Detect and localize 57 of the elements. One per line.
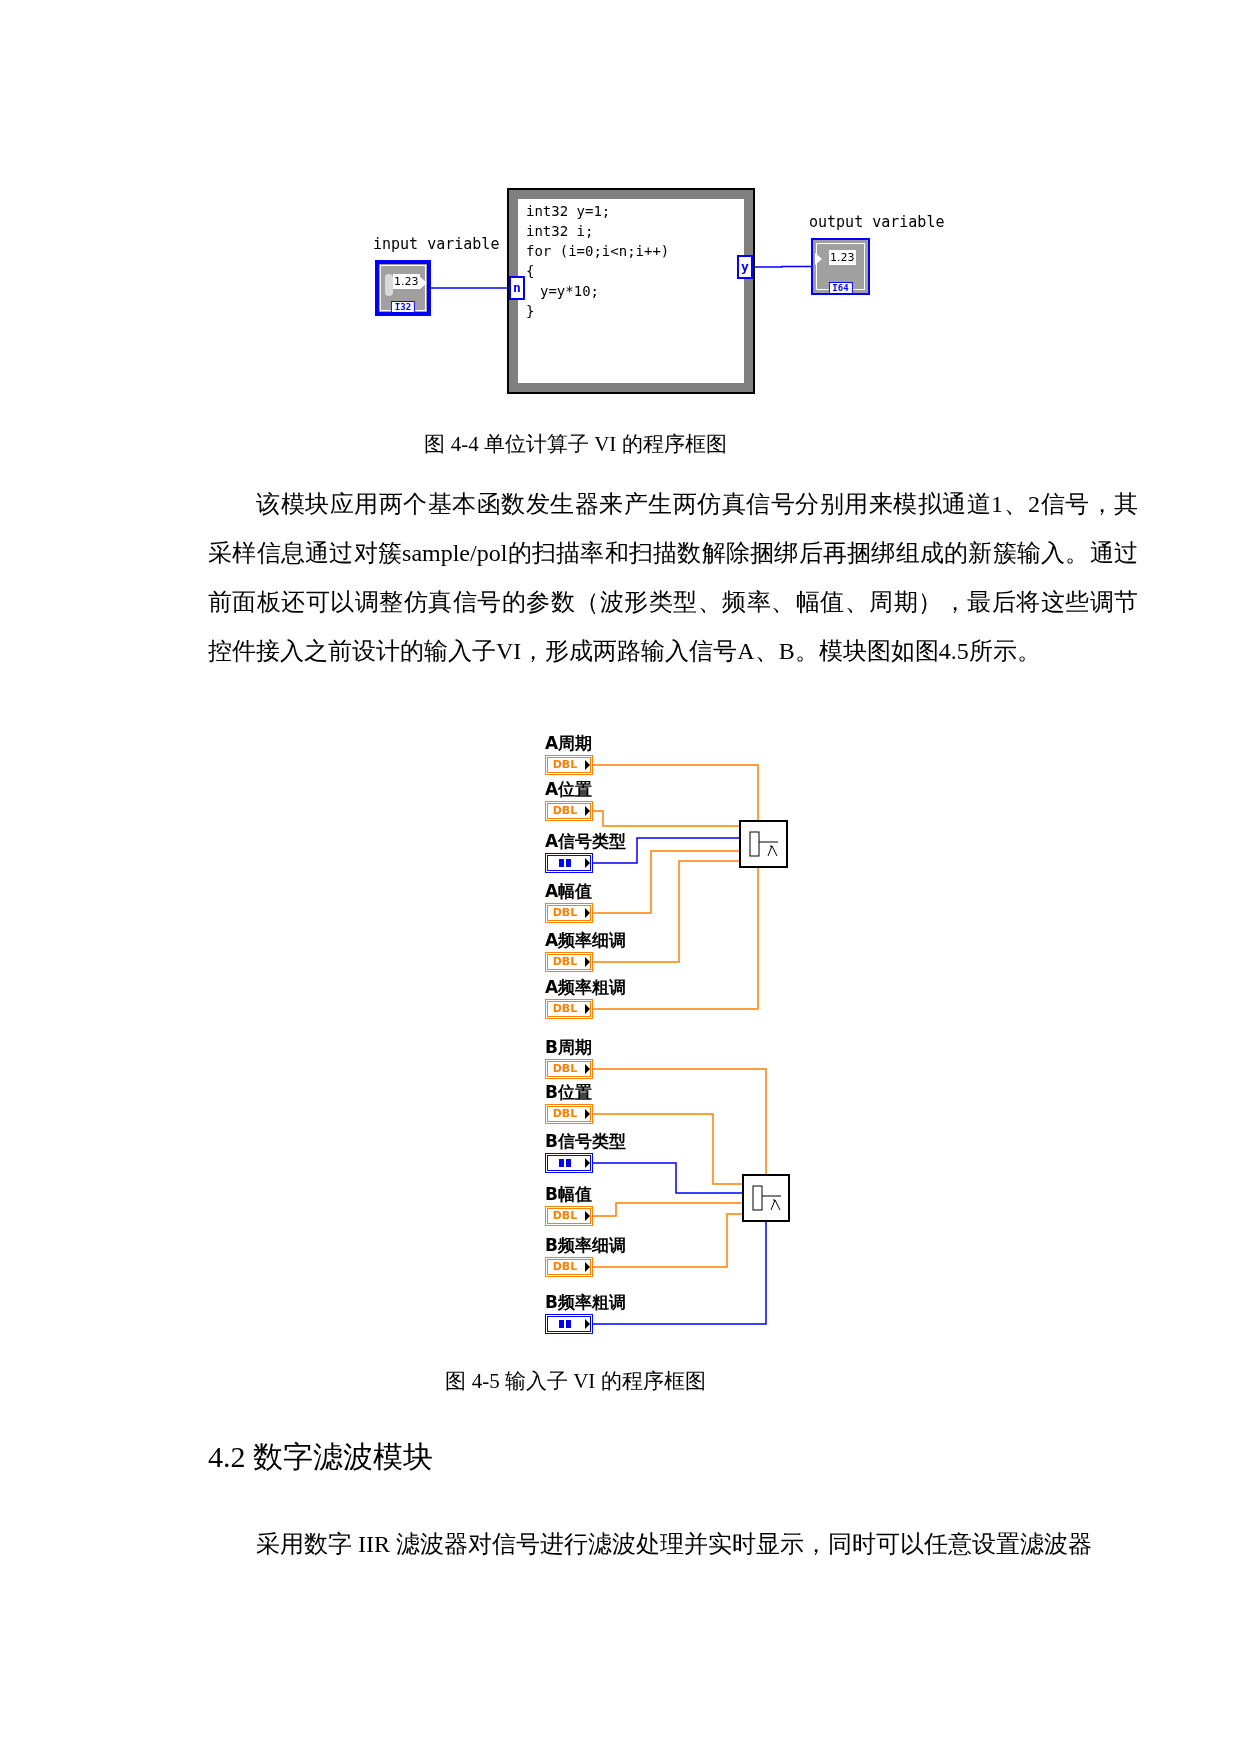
control-label: B频率粗调 — [545, 1291, 626, 1314]
figure-caption: 图 4-5 输入子 VI 的程序框图 — [445, 1369, 706, 1393]
code-line: int32 i; — [526, 223, 594, 239]
terminal: y — [737, 255, 753, 279]
wire — [592, 764, 759, 821]
numeric-control: DBL — [545, 1257, 593, 1277]
wire — [592, 1202, 743, 1217]
wire — [592, 810, 740, 827]
code-line: for (i=0;i<n;i++) — [526, 243, 670, 259]
numeric-control: DBL — [545, 801, 593, 821]
numeric-control: DBL — [545, 1104, 593, 1124]
data-type-tag: I64 — [828, 282, 853, 294]
wire — [430, 287, 510, 289]
numeric-control: DBL — [545, 1206, 593, 1226]
body-paragraph: 采用数字 IIR 滤波器对信号进行滤波处理并实时显示，同时可以任意设置滤波器 — [255, 1530, 1093, 1559]
control-label: A幅值 — [545, 880, 593, 903]
body-paragraph: 该模块应用两个基本函数发生器来产生两仿真信号分别用来模拟通道1、2信号，其采样信息通过对簇sample/pol的扫描率和扫描数解除捆绑后再捆绑组成的新簇输入。通过前面板还可以调整仿真信号的参数（波形类型、频率、幅值、周期），最后将这些调节控件接入之前设计的输入子VI，形成两路输入信号A、B。模块图如图4.5所示。 — [208, 490, 1138, 666]
control-label: input variable — [373, 235, 500, 253]
terminal: n — [509, 276, 525, 300]
data-type-tag: I32 — [390, 301, 416, 313]
code-line: y=y*10; — [540, 283, 599, 299]
control-label: A位置 — [545, 778, 593, 801]
numeric-control: DBL — [545, 755, 593, 775]
formula-node — [509, 190, 753, 392]
wire — [752, 265, 812, 268]
numeric-control: DBL — [545, 952, 593, 972]
control-label: B周期 — [545, 1036, 592, 1059]
value-display: 1.23 — [829, 250, 856, 265]
control-label: B幅值 — [545, 1183, 592, 1206]
control-label: A频率细调 — [545, 929, 627, 952]
code-line: int32 y=1; — [526, 203, 611, 219]
wire — [592, 860, 740, 963]
code-line: { — [526, 263, 535, 279]
wire — [592, 1213, 743, 1268]
value-display: 1.23 — [393, 274, 420, 289]
numeric-control: DBL — [545, 999, 593, 1019]
control-label: A信号类型 — [545, 830, 627, 853]
wire — [592, 867, 759, 1010]
subvi-block — [739, 820, 788, 868]
control-label: output variable — [809, 213, 945, 231]
numeric-control: DBL — [545, 1059, 593, 1079]
subvi-block — [742, 1174, 790, 1222]
control-label: A频率粗调 — [545, 976, 627, 999]
wire — [592, 1162, 743, 1194]
section-heading: 4.2 数字滤波模块 — [208, 1440, 433, 1473]
figure-caption: 图 4-4 单位计算子 VI 的程序框图 — [424, 432, 727, 456]
wire — [592, 1221, 767, 1325]
wire — [592, 850, 740, 914]
control-label: B信号类型 — [545, 1130, 626, 1153]
wire — [592, 1113, 743, 1185]
wire — [592, 1068, 767, 1175]
wire — [592, 837, 740, 864]
code-line: } — [526, 303, 535, 319]
control-label: B位置 — [545, 1081, 592, 1104]
control-label: B频率细调 — [545, 1234, 626, 1257]
numeric-control: DBL — [545, 903, 593, 923]
control-label: A周期 — [545, 732, 593, 755]
